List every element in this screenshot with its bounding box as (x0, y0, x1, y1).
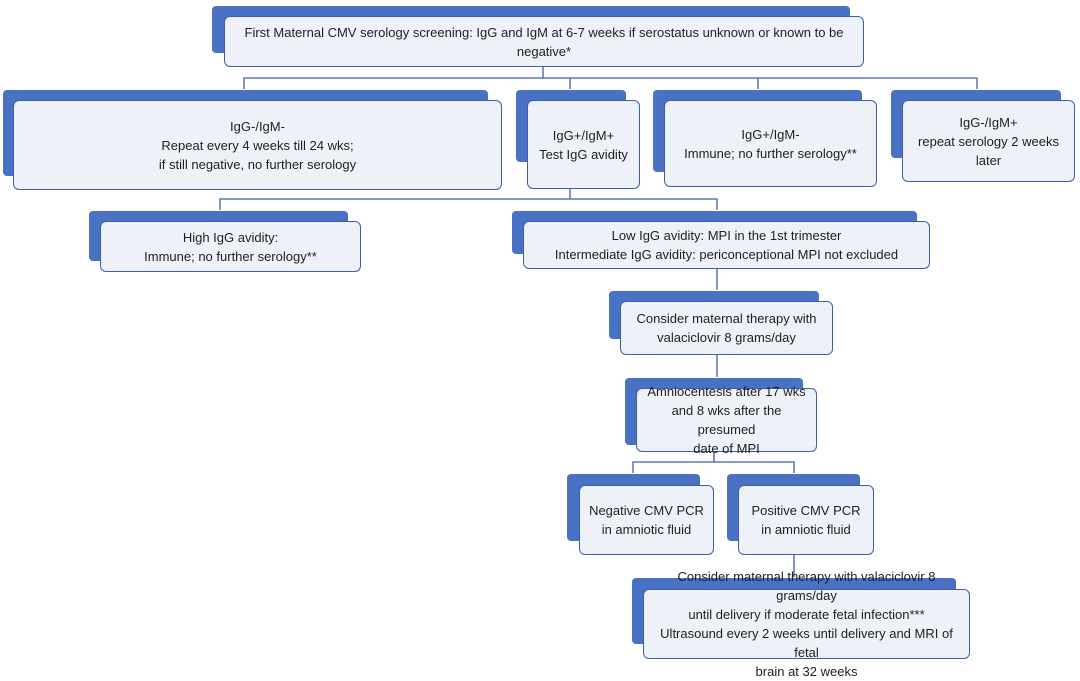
node-text-line: Immune; no further serology** (144, 248, 317, 264)
node-text-line: Amniocentesis after 17 wks (647, 384, 806, 399)
node-text-line: Test IgG avidity (539, 146, 628, 162)
node-box: IgG-/IgM+ repeat serology 2 weeks later (902, 100, 1075, 182)
node-text-line: if still negative, no further serology (158, 156, 357, 172)
node-box: IgG+/IgM- Immune; no further serology** (664, 100, 877, 187)
node-text-line: Low IgG avidity: MPI in the 1st trimeste… (611, 228, 842, 243)
node-text-line: later (975, 152, 1002, 168)
node-box: Positive CMV PCR in amniotic fluid (738, 485, 874, 555)
node-text-line: Repeat every 4 weeks till 24 wks; (161, 137, 354, 153)
node-box: First Maternal CMV serology screening: I… (224, 16, 864, 67)
node-text-line: IgG-/IgM- (230, 118, 285, 134)
node-box: IgG-/IgM- Repeat every 4 weeks till 24 wk… (13, 100, 502, 190)
node-text-line: IgG+/IgM+ (552, 127, 615, 143)
node-box: Consider maternal therapy with valaciclov… (620, 301, 833, 355)
node-text-line: Ultrasound every 2 weeks until delivery … (660, 626, 953, 660)
node-text-line: brain at 32 weeks (755, 664, 858, 679)
node-text-line: Immune; no further serology** (684, 145, 857, 161)
node-text-line: Intermediate IgG avidity: periconception… (554, 247, 899, 262)
connector-line (632, 461, 795, 473)
node-box: Negative CMV PCR in amniotic fluid (579, 485, 714, 555)
node-text-line: in amniotic fluid (761, 522, 851, 537)
node-text-line: Consider maternal therapy with valaciclo… (677, 569, 936, 603)
node-box: High IgG avidity: Immune; no further sero… (100, 221, 361, 272)
node-text-line: and 8 wks after the presumed (671, 403, 782, 437)
node-box: Amniocentesis after 17 wks and 8 wks afte… (636, 384, 817, 456)
node-text-line: in amniotic fluid (601, 522, 692, 537)
node-text-line: First Maternal CMV serology screening: I… (244, 24, 844, 59)
node-text-line: Consider maternal therapy with (636, 311, 817, 326)
node-text-line: IgG+/IgM- (741, 126, 800, 142)
node-text-line: repeat serology 2 weeks (918, 133, 1059, 149)
node-text-line: High IgG avidity: (182, 229, 279, 245)
connector-lines (219, 67, 978, 577)
node-text-line: Positive CMV PCR (751, 503, 861, 518)
connector-line (219, 198, 718, 210)
connector-line (243, 77, 978, 89)
node-text-line: until delivery if moderate fetal infecti… (688, 607, 925, 622)
node-text-line: Negative CMV PCR (589, 503, 704, 518)
node-box: IgG+/IgM+ Test IgG avidity (527, 100, 640, 189)
node-box: Consider maternal therapy with valaciclo… (643, 569, 970, 679)
node-box: Low IgG avidity: MPI in the 1st trimeste… (523, 221, 930, 269)
node-text-line: IgG-/IgM+ (959, 114, 1018, 130)
node-text-line: date of MPI (693, 441, 760, 456)
node-text-line: valaciclovir 8 grams/day (657, 330, 796, 345)
